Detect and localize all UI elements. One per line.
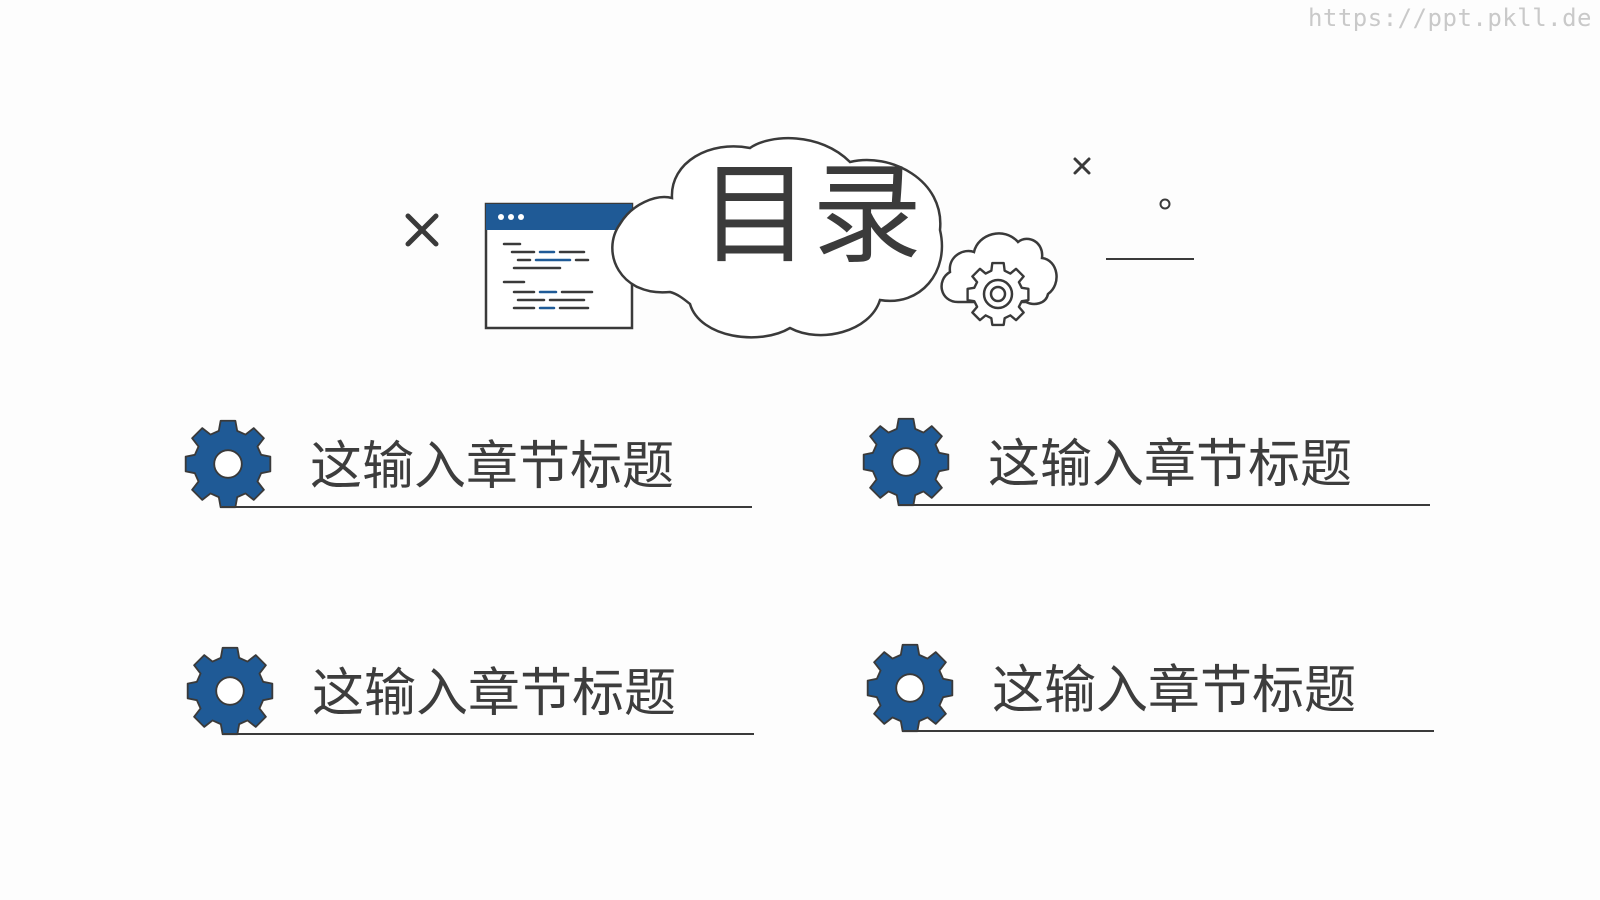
chapter-underline-3 [224,733,754,735]
cross-icon-left [405,213,439,247]
browser-window-icon [484,202,634,330]
cloud-icon [611,136,944,339]
small-circle-icon [1159,198,1171,210]
chapter-item-4[interactable]: 这输入章节标题 [864,642,1444,742]
gear-icon [866,643,954,733]
watermark: https://ppt.pkll.de [1307,4,1592,32]
page-title: 目录 [700,151,924,279]
chapter-item-1[interactable]: 这输入章节标题 [182,418,762,518]
chapter-underline-2 [900,504,1430,506]
chapter-underline-4 [904,730,1434,732]
chapter-title-2[interactable]: 这输入章节标题 [988,435,1353,495]
decorative-line [1106,258,1194,260]
chapter-item-3[interactable]: 这输入章节标题 [184,645,764,745]
chapter-title-3[interactable]: 这输入章节标题 [312,664,677,724]
chapter-title-1[interactable]: 这输入章节标题 [310,437,675,497]
gear-icon [184,419,272,509]
chapter-underline-1 [222,506,752,508]
gear-icon [186,646,274,736]
cross-icon-right [1073,157,1091,175]
cloud-gear-icon [940,232,1058,327]
chapter-title-4[interactable]: 这输入章节标题 [992,661,1357,721]
gear-icon [862,417,950,507]
chapter-item-2[interactable]: 这输入章节标题 [860,416,1440,516]
